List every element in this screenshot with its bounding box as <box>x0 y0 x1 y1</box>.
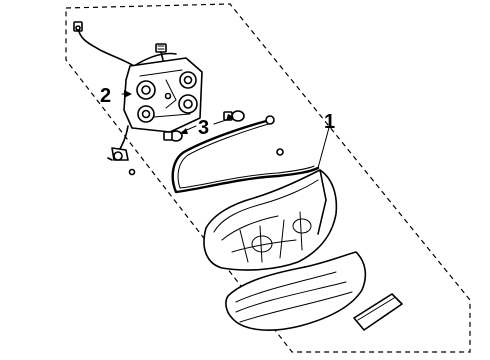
reflector-strip <box>353 293 403 331</box>
socket-lower-left <box>137 105 155 123</box>
socket-lower-right <box>178 94 198 114</box>
clip <box>276 148 284 156</box>
socket-upper-left <box>136 80 156 100</box>
callout-2: 2 <box>100 85 111 107</box>
wiring-harness <box>73 21 177 176</box>
callout-1: 1 <box>324 111 335 133</box>
screw <box>155 43 167 61</box>
harness-connector <box>107 147 129 161</box>
leader-lines <box>121 90 331 169</box>
lamp-lens <box>225 251 367 331</box>
gasket <box>171 115 320 194</box>
socket-plate <box>123 57 203 133</box>
bulb-left <box>163 130 183 142</box>
socket-upper-right <box>179 71 197 89</box>
assembly-frame <box>65 3 471 353</box>
lamp-housing <box>203 169 338 271</box>
callout-3: 3 <box>198 117 209 139</box>
